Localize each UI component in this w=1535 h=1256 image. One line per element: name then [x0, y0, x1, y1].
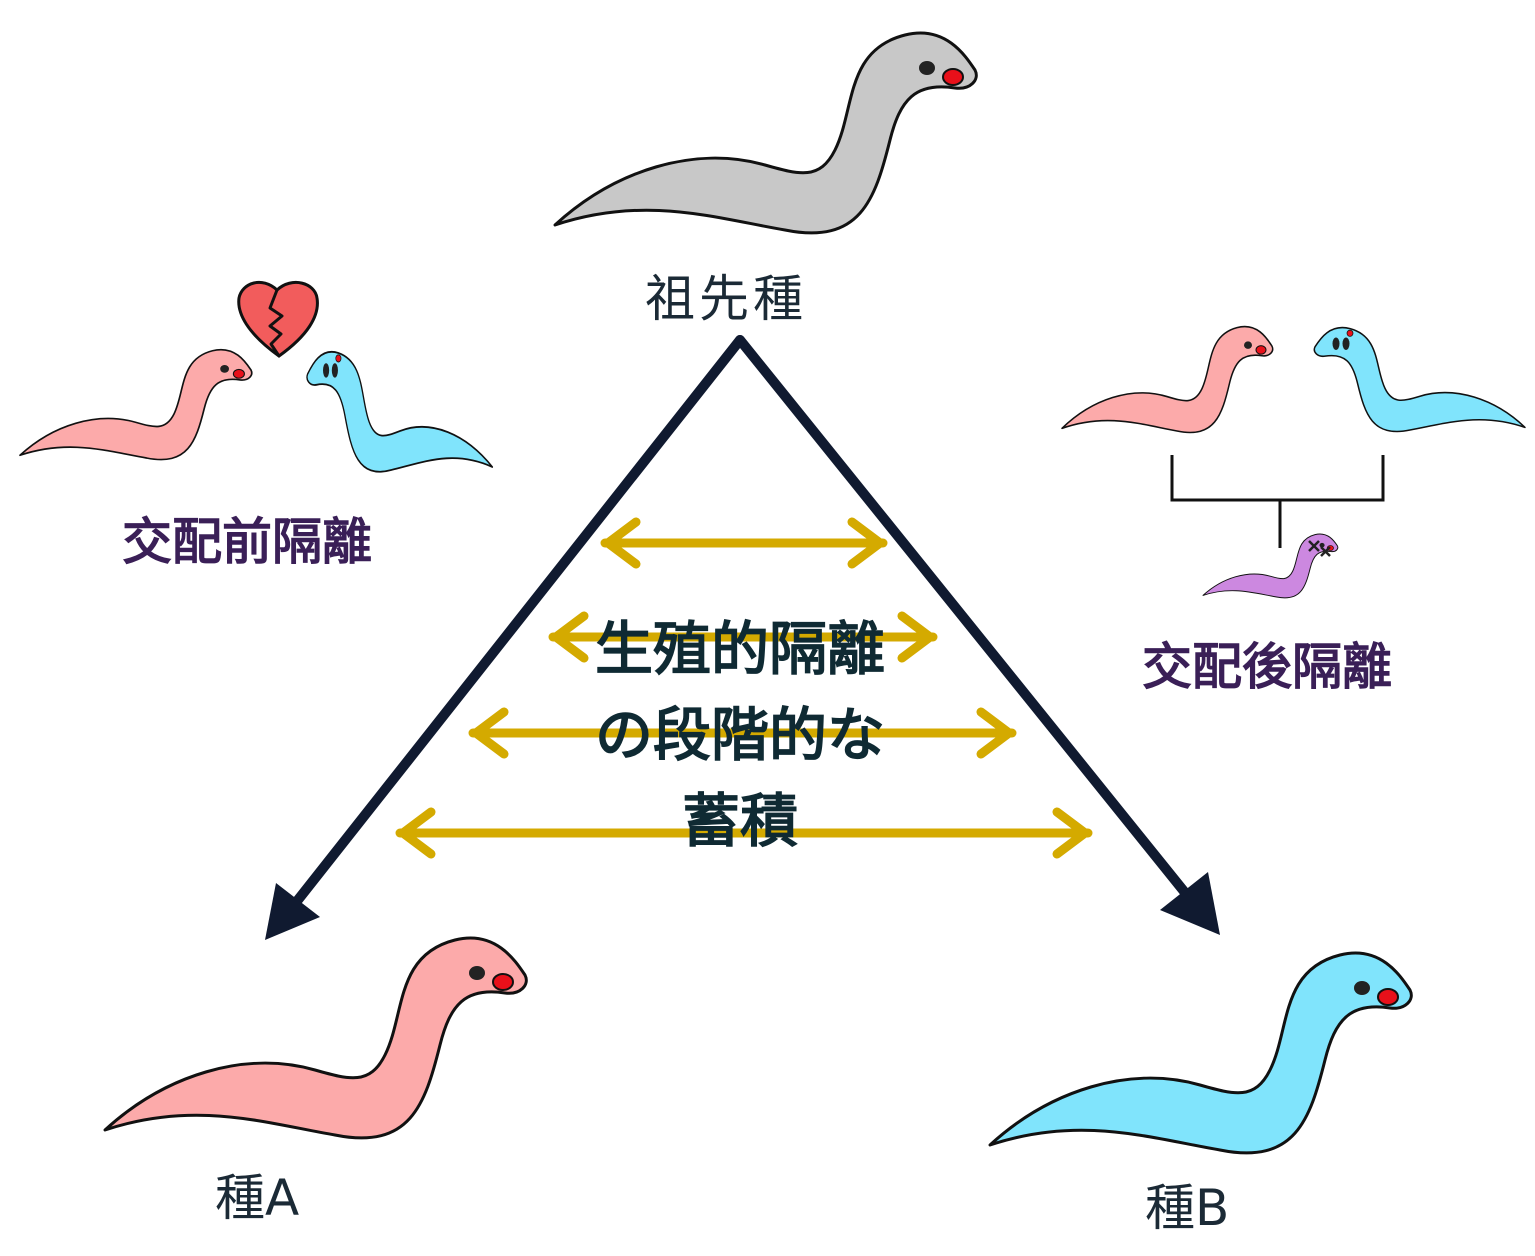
center-caption-line-2: の段階的な [594, 701, 885, 769]
isolation-arrow-4 [395, 807, 1093, 859]
species-a-worm-icon [103, 936, 528, 1140]
isolation-arrows [395, 517, 1093, 859]
prezygotic-isolation-label: 交配前隔離 [122, 513, 372, 571]
isolation-arrow-1 [600, 517, 888, 569]
species-a-label: 種A [215, 1169, 300, 1227]
prezygotic-blue-worm-icon [306, 350, 494, 473]
arrowhead-species-b-icon [1160, 872, 1220, 935]
arrow-to-species-b [735, 335, 1200, 910]
center-caption-line-3: 蓄積 [681, 787, 798, 855]
ancestor-species-label: 祖先種 [645, 270, 807, 328]
broken-heart-icon [237, 280, 319, 358]
postzygotic-isolation-label: 交配後隔離 [1142, 638, 1392, 696]
hybrid-bracket [1170, 455, 1385, 548]
arrow-to-species-a [285, 335, 745, 915]
species-b-label: 種B [1145, 1179, 1230, 1237]
prezygotic-pink-worm-icon [19, 348, 253, 461]
isolation-arrow-3 [468, 707, 1017, 759]
postzygotic-blue-worm-icon [1313, 326, 1526, 433]
center-caption-line-1: 生殖的隔離 [594, 615, 885, 683]
divergence-arrows [285, 335, 1200, 915]
dead-eyes-icon [1308, 540, 1331, 557]
center-caption: 生殖的隔離 の段階的な 蓄積 [540, 606, 940, 864]
postzygotic-pink-worm-icon [1061, 325, 1274, 434]
species-b-worm-icon [988, 951, 1413, 1155]
arrowhead-species-a-icon [265, 883, 320, 940]
ancestor-worm-icon [553, 31, 978, 235]
isolation-arrow-2 [548, 611, 938, 663]
